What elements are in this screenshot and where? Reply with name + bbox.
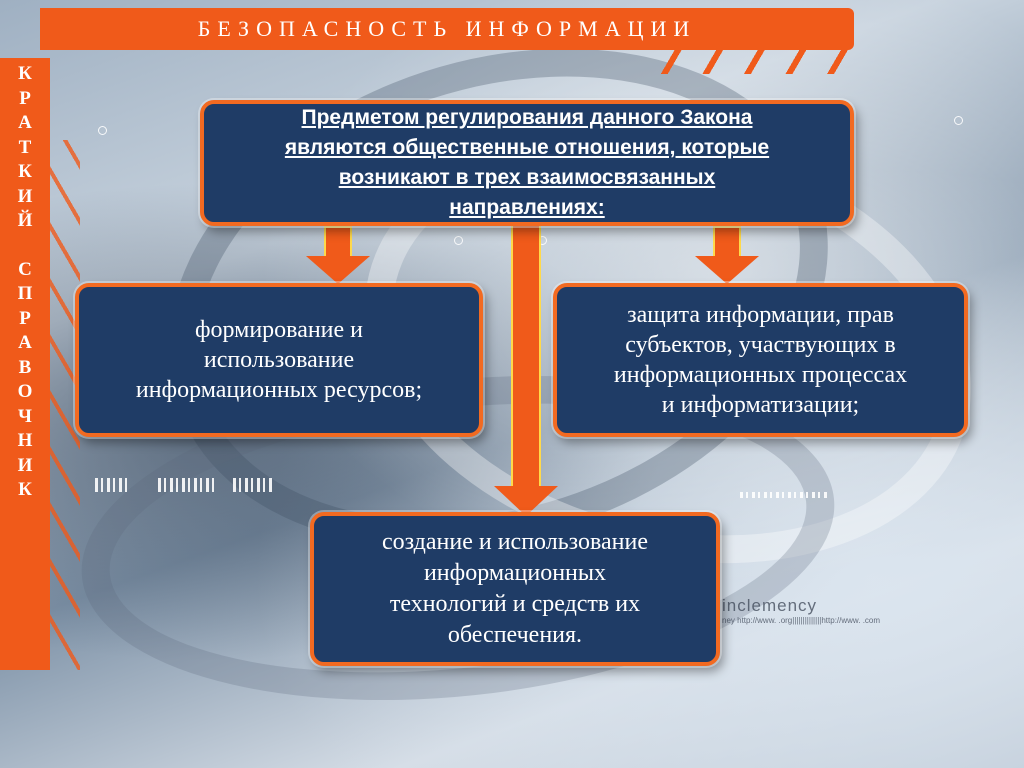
side-letter: К (18, 63, 32, 84)
side-label: К Р А Т К И Й С П Р А В О Ч Н И К (0, 62, 50, 503)
direction-box-protection: защита информации, прав субъектов, участ… (553, 283, 968, 437)
slide-title: БЕЗОПАСНОСТЬ ИНФОРМАЦИИ (197, 16, 697, 41)
side-letter: Й (17, 210, 33, 231)
direction-text-line: и информатизации; (661, 392, 860, 418)
main-statement-line: являются общественные отношения, которые (284, 136, 770, 159)
decor-barcode (233, 478, 273, 492)
direction-text-line: создание и использование (381, 529, 649, 555)
direction-text-line: формирование и (194, 317, 364, 343)
side-letter: Н (17, 430, 33, 451)
side-letter: Р (19, 87, 31, 109)
side-letter: А (18, 332, 32, 353)
side-letter: К (18, 161, 32, 182)
main-statement-box: Предметом регулирования данного Закона я… (200, 100, 854, 226)
direction-text-line: информационных (423, 560, 607, 586)
side-letter: С (18, 258, 32, 280)
direction-text-line: субъектов, участвующих в (625, 332, 896, 358)
arrow-down-icon (306, 226, 370, 286)
direction-text-line: использование (203, 347, 355, 373)
decor-dot (98, 126, 107, 135)
side-letter: Ч (18, 405, 32, 427)
title-bar: БЕЗОПАСНОСТЬ ИНФОРМАЦИИ (40, 8, 854, 50)
decor-barcode (740, 492, 830, 498)
direction-text-line: обеспечения. (447, 622, 583, 648)
side-letter: А (18, 112, 32, 133)
decor-dot (454, 236, 463, 245)
side-letter: О (17, 381, 33, 402)
side-letter: И (17, 185, 33, 207)
main-statement-line: направлениях: (449, 196, 605, 219)
direction-box-resources: формирование и использование информацион… (75, 283, 483, 437)
main-statement-line: возникают в трех взаимосвязанных (338, 166, 716, 189)
direction-text-line: информационных ресурсов; (135, 377, 423, 403)
direction-text-line: технологий и средств их (389, 591, 641, 617)
title-decor-stripes (640, 50, 860, 74)
decor-dot (954, 116, 963, 125)
arrow-down-icon (695, 226, 759, 286)
main-statement-line: Предметом регулирования данного Закона (301, 106, 753, 129)
direction-text-line: информационных процессах (613, 362, 908, 388)
decor-barcode (158, 478, 216, 492)
side-letter: П (17, 283, 33, 304)
side-letter: Т (18, 136, 32, 158)
decor-barcode (95, 478, 127, 492)
watermark-urls: ney http://www. .org||||||||||||||http:/… (722, 616, 881, 625)
side-bar (0, 58, 50, 670)
side-letter: К (18, 479, 32, 500)
side-letter: И (17, 454, 33, 476)
side-letter: Р (19, 307, 31, 329)
direction-text-line: защита информации, прав (627, 302, 894, 328)
side-letter: В (18, 356, 32, 378)
watermark-brand: inclemency (722, 596, 818, 615)
arrow-down-icon (494, 224, 558, 516)
direction-box-technologies: создание и использование информационных … (310, 512, 720, 666)
